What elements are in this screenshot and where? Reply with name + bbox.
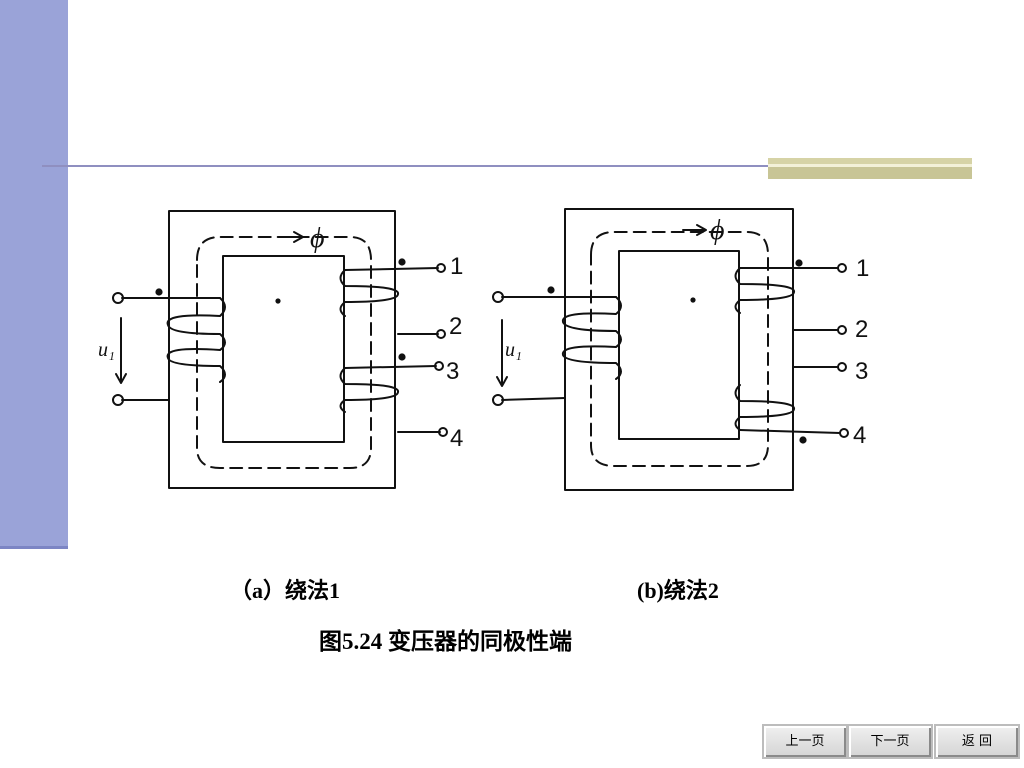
terminal-4-a [438,427,448,437]
secondary-winding-upper-a [339,267,439,335]
flux-arrow-b [682,224,707,236]
flux-path-b [590,231,769,467]
terminal-label-3-b: 3 [855,358,868,385]
terminal-1-a [436,263,446,273]
diagram-b: ϕ u₁ 1 2 3 4 [492,208,869,491]
polarity-dot-primary-a [155,288,163,296]
primary-terminal-bottom-b [492,394,504,406]
terminal-2-b [837,325,847,335]
polarity-dot-1-b [795,259,803,267]
polarity-dot-4-b [799,436,807,444]
voltage-arrow-a [115,317,127,384]
center-dot-a [275,298,281,304]
polarity-dot-3-a [398,353,406,361]
terminal-label-4-b: 4 [853,422,866,449]
caption-a: （a）绕法1 [230,578,341,603]
flux-label-b: ϕ [710,215,725,246]
terminal-3-a [434,361,444,371]
terminal-1-b [837,263,847,273]
primary-winding-b [501,296,622,401]
terminal-label-1-b: 1 [856,255,869,282]
slide-sidebar-decoration [0,0,68,546]
core-outer-a [168,210,396,489]
back-button[interactable]: 返 回 [934,724,1020,759]
core-window-b [618,250,740,440]
terminal-label-4-a: 4 [450,425,463,452]
flux-label-a: ϕ [310,223,325,254]
caption-b: (b)绕法2 [637,578,719,603]
primary-terminal-top-a [112,292,124,304]
terminal-label-3-a: 3 [446,358,459,385]
terminal-label-1-a: 1 [450,253,463,280]
next-page-button[interactable]: 下一页 [847,724,933,759]
polarity-dot-1-a [398,258,406,266]
terminal-label-2-a: 2 [449,313,462,340]
primary-terminal-bottom-a [112,394,124,406]
primary-winding-a [121,297,226,401]
center-dot-b [690,297,696,303]
secondary-winding-upper-b [734,267,839,331]
flux-arrow-a [279,231,304,243]
primary-terminal-top-b [492,291,504,303]
secondary-winding-lower-a [339,365,441,433]
voltage-label-b: u₁ [505,339,522,361]
header-rule [42,165,972,167]
polarity-dot-primary-b [547,286,555,294]
terminal-3-b [837,362,847,372]
terminal-4-b [839,428,849,438]
terminal-2-a [436,329,446,339]
voltage-arrow-b [496,319,508,387]
figure-title: 图5.24 变压器的同极性端 [319,629,572,654]
terminal-label-2-b: 2 [855,316,868,343]
diagram-a: ϕ u₁ 1 2 3 4 [98,210,463,489]
secondary-winding-lower-b [734,366,841,434]
flux-path-a [196,236,372,469]
core-window-a [222,255,345,443]
voltage-label-a: u₁ [98,339,115,361]
header-accent-bar [768,158,972,179]
prev-page-button[interactable]: 上一页 [762,724,848,759]
